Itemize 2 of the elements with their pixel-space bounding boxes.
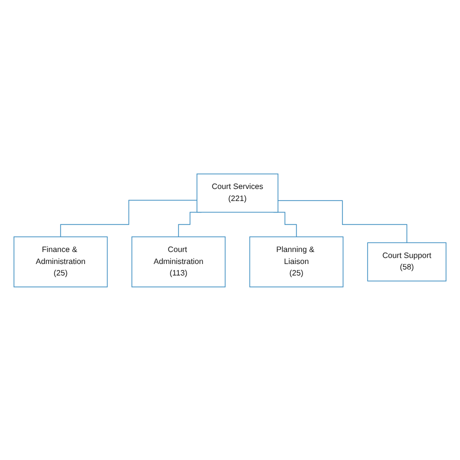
connector [60, 200, 198, 237]
connector [278, 200, 408, 243]
